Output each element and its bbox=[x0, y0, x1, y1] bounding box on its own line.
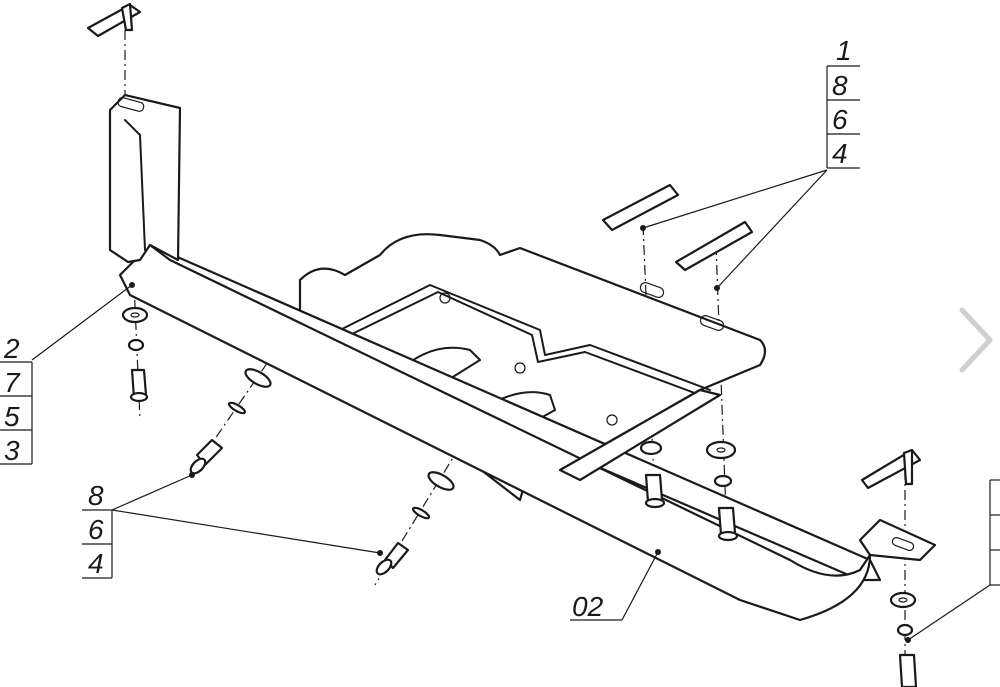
skid-plate bbox=[108, 93, 937, 622]
clip-plate-center bbox=[601, 183, 680, 232]
clip-plate-right bbox=[860, 448, 922, 490]
part-label: 02 bbox=[572, 591, 604, 622]
leader-lines bbox=[31, 169, 991, 643]
callout-number: 3 bbox=[4, 435, 20, 466]
callout-number: 6 bbox=[88, 514, 104, 545]
callout-number: 6 bbox=[832, 104, 848, 135]
callout-top-right: 1 8 6 4 bbox=[826, 35, 860, 169]
clip-plate-top-left bbox=[86, 2, 142, 38]
callout-number: 1 bbox=[836, 35, 852, 66]
callout-number: 4 bbox=[832, 138, 848, 169]
callout-number: 7 bbox=[4, 367, 21, 398]
callout-right-partial bbox=[989, 479, 1000, 586]
next-arrow-icon[interactable] bbox=[948, 300, 1000, 380]
callout-bottom-left: 8 6 4 bbox=[82, 480, 113, 579]
callout-left: 2 7 5 3 bbox=[0, 333, 33, 466]
callout-number: 8 bbox=[832, 70, 848, 101]
callout-number: 5 bbox=[4, 401, 20, 432]
callout-number: 8 bbox=[88, 480, 104, 511]
callout-number: 4 bbox=[88, 548, 104, 579]
fasteners bbox=[86, 2, 922, 687]
clip-plate-center-right bbox=[674, 220, 754, 272]
callout-number: 2 bbox=[3, 333, 20, 364]
